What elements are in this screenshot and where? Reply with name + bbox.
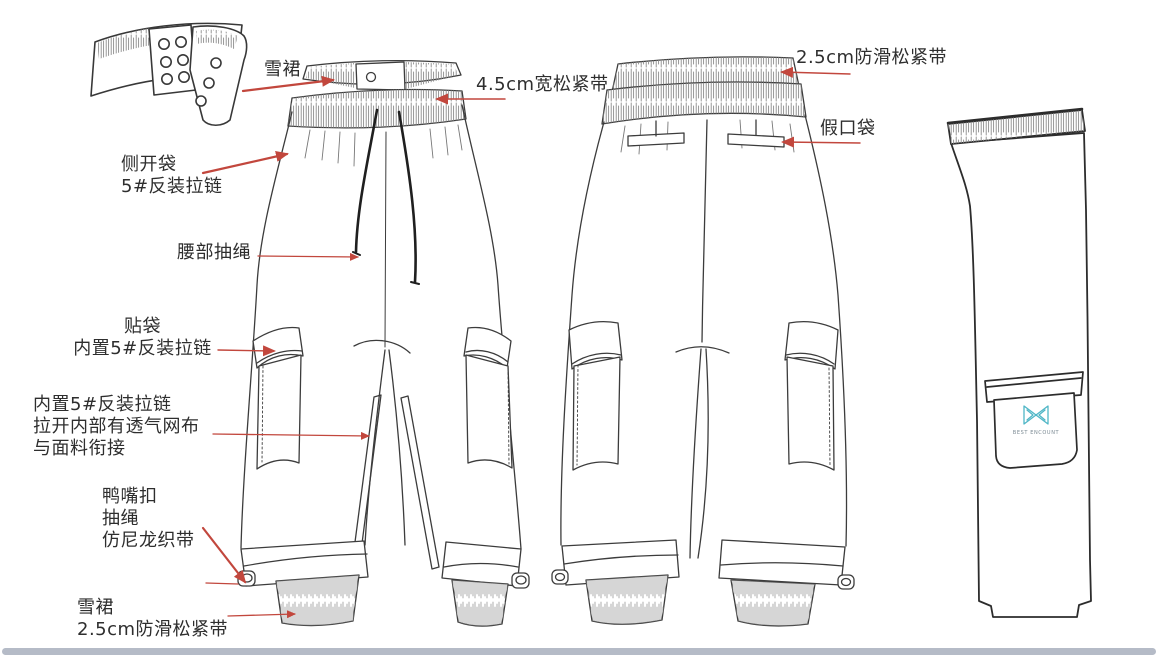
front-left-cargo-pocket [252, 326, 304, 470]
back-left-pocket [568, 321, 623, 471]
arrow-patch-pocket [217, 345, 276, 357]
front-left-inseam [364, 349, 386, 546]
front-center-seam [384, 131, 387, 348]
back-right-pocket [784, 321, 839, 471]
back-seat-curve [675, 346, 730, 354]
brand-logo-text: BEST ENCOUNT [1013, 430, 1060, 436]
arrow-anti-slip-elastic-top [780, 66, 851, 78]
front-left-hem [237, 540, 369, 627]
label-waist-drawstring: 腰部抽绳 [177, 242, 251, 263]
back-center-seam [701, 119, 708, 343]
label-wide-elastic: 4.5cm宽松紧带 [476, 74, 609, 95]
label-duckbill-buckle: 鸭嘴扣 抽绳 仿尼龙织带 [102, 486, 195, 551]
label-patch-pocket: 贴袋 内置5#反装拉链 [73, 316, 212, 359]
back-waistband [601, 56, 807, 155]
front-inseam-vents [351, 394, 440, 570]
label-inner-zipper-mesh: 内置5#反装拉链 拉开内部有透气网布 与面料衔接 [33, 394, 200, 459]
arrow-duckbill-buckle [201, 526, 247, 584]
front-right-outseam [461, 104, 522, 550]
back-fake-pockets [627, 119, 785, 148]
label-side-pocket: 侧开袋 5#反装拉链 [121, 154, 223, 197]
front-left-outseam [240, 111, 293, 549]
arrow-waist-drawstring [257, 252, 359, 261]
arrow-fake-pocket [781, 136, 861, 148]
label-snow-skirt-top: 雪裙 [264, 59, 301, 80]
front-right-inseam [388, 349, 406, 546]
back-inseams [689, 348, 709, 559]
arrow-snow-skirt-bottom [227, 610, 296, 619]
back-view [551, 56, 855, 627]
front-right-hem [441, 541, 530, 627]
back-right-outseam [804, 114, 848, 547]
label-snow-skirt-bottom: 雪裙 2.5cm防滑松紧带 [77, 597, 229, 640]
brand-logo: BEST ENCOUNT [1013, 405, 1060, 436]
back-left-outseam [560, 121, 605, 546]
annotation-arrows [201, 66, 861, 619]
arrow-duckbill-tick [205, 582, 239, 585]
label-fake-pocket: 假口袋 [820, 118, 876, 139]
brand-monogram-icon [1023, 405, 1049, 425]
front-crotch-curve [353, 339, 411, 354]
back-left-hem [551, 539, 680, 625]
side-leg [950, 132, 1092, 618]
arrow-side-pocket [201, 151, 289, 175]
side-view: BEST ENCOUNT [946, 107, 1092, 618]
snow-skirt-detail [90, 22, 248, 127]
arrow-snow-skirt-top [241, 75, 335, 93]
arrow-inner-zipper-mesh [212, 431, 370, 440]
back-right-hem [718, 539, 855, 627]
side-pocket [984, 371, 1084, 469]
front-right-cargo-pocket [463, 326, 513, 469]
front-view [237, 59, 530, 627]
horizontal-scrollbar[interactable] [2, 648, 1156, 655]
label-anti-slip-elastic-top: 2.5cm防滑松紧带 [796, 47, 948, 68]
